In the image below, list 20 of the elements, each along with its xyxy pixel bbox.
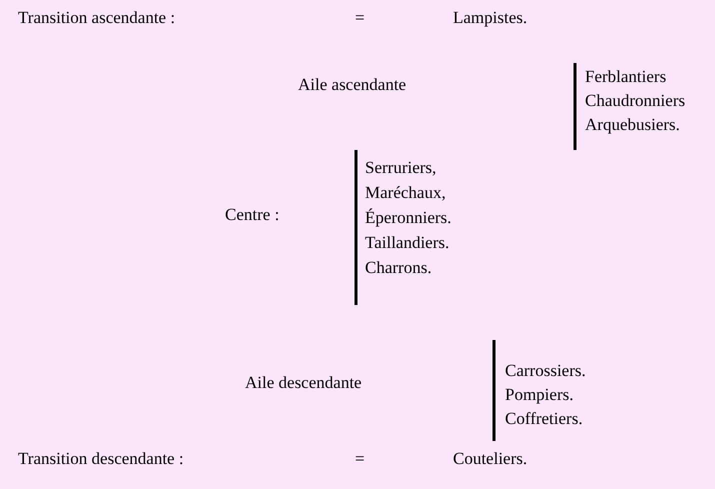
section-label: Aile descendante [245,373,362,393]
trade-name: Coffretiers. [505,409,583,429]
trade-name: Pompiers. [505,385,574,405]
trade-name: Éperonniers. [365,208,452,228]
trade-name: Taillandiers. [365,233,450,253]
trade-name: Lampistes. [453,8,528,28]
trade-name: Couteliers. [453,449,528,469]
trade-name: Arquebusiers. [585,115,680,135]
trade-name: Carrossiers. [505,361,586,381]
trade-name: Chaudronniers [585,91,686,111]
section-label: Aile ascendante [298,75,406,95]
section-label: Centre : [225,205,280,225]
equals-sign: = [355,449,365,469]
trade-name: Serruriers, [365,158,436,178]
section-label: Transition ascendante : [18,8,176,28]
trade-name: Maréchaux, [365,183,446,203]
trade-name: Ferblantiers [585,67,666,87]
trade-name: Charrons. [365,258,432,278]
equals-sign: = [355,8,365,28]
section-label: Transition descendante : [18,449,184,469]
